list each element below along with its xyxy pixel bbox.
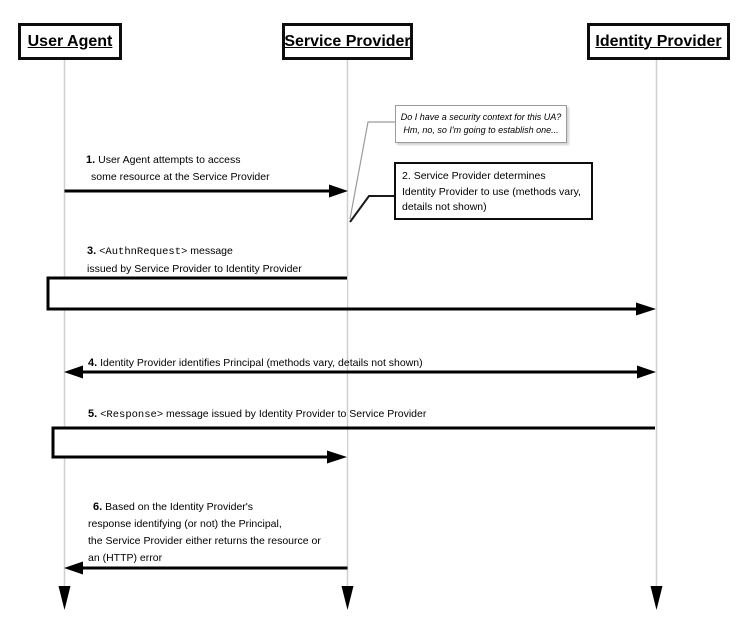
authnrequest-element-name: <AuthnRequest> xyxy=(99,246,188,258)
message-arrow-step-5 xyxy=(51,426,655,464)
step-6-line-4: an (HTTP) error xyxy=(88,552,163,564)
step-3-line-1: 3. <AuthnRequest> message xyxy=(87,245,233,258)
thought-line-2: Hm, no, so I'm going to establish one... xyxy=(403,125,559,135)
thought-line-1: Do I have a security context for this UA… xyxy=(400,112,562,122)
step-1-line-1: 1. User Agent attempts to access xyxy=(86,154,241,166)
thought-bubble: Do I have a security context for this UA… xyxy=(395,105,567,143)
step-6-line-2: response identifying (or not) the Princi… xyxy=(88,518,282,530)
step-2-line-3: details not shown) xyxy=(402,201,487,213)
message-arrow-step-3 xyxy=(46,276,656,316)
step-2-line-2: Identity Provider to use (methods vary, xyxy=(402,185,581,198)
actor-label-service-provider: Service Provider xyxy=(284,32,411,50)
actor-label-identity-provider: Identity Provider xyxy=(595,32,722,50)
step-2-line-1: 2. Service Provider determines xyxy=(402,170,546,182)
lifeline-end-arrow-service-provider xyxy=(341,586,354,610)
message-arrow-step-4 xyxy=(64,365,656,379)
step-1-label: 1. User Agent attempts to access some re… xyxy=(86,152,270,186)
note-2-connector xyxy=(349,195,394,223)
step-5-label: 5. <Response> message issued by Identity… xyxy=(88,408,427,421)
step-4-label: 4. Identity Provider identifies Principa… xyxy=(88,357,423,369)
step-6-label: 6. Based on the Identity Provider's resp… xyxy=(88,499,321,567)
actor-label-user-agent: User Agent xyxy=(27,32,113,50)
step-6-line-1: 6. Based on the Identity Provider's xyxy=(93,501,254,513)
thought-bubble-connector xyxy=(349,121,395,220)
actor-box-service-provider: Service Provider xyxy=(282,23,413,60)
lifeline-end-arrow-user-agent xyxy=(58,586,71,610)
actor-box-identity-provider: Identity Provider xyxy=(587,23,730,60)
step-1-line-2: some resource at the Service Provider xyxy=(91,171,270,183)
message-arrow-step-6 xyxy=(64,561,348,575)
lifeline-end-arrow-identity-provider xyxy=(650,586,663,610)
response-element-name: <Response> xyxy=(100,409,164,421)
step-3-line-2: issued by Service Provider to Identity P… xyxy=(87,263,302,275)
actor-box-user-agent: User Agent xyxy=(18,23,122,60)
note-box-step-2: 2. Service Provider determines Identity … xyxy=(394,162,593,220)
step-3-label: 3. <AuthnRequest> message issued by Serv… xyxy=(87,243,302,278)
step-6-line-3: the Service Provider either returns the … xyxy=(88,535,321,547)
message-arrow-step-1 xyxy=(64,184,348,198)
